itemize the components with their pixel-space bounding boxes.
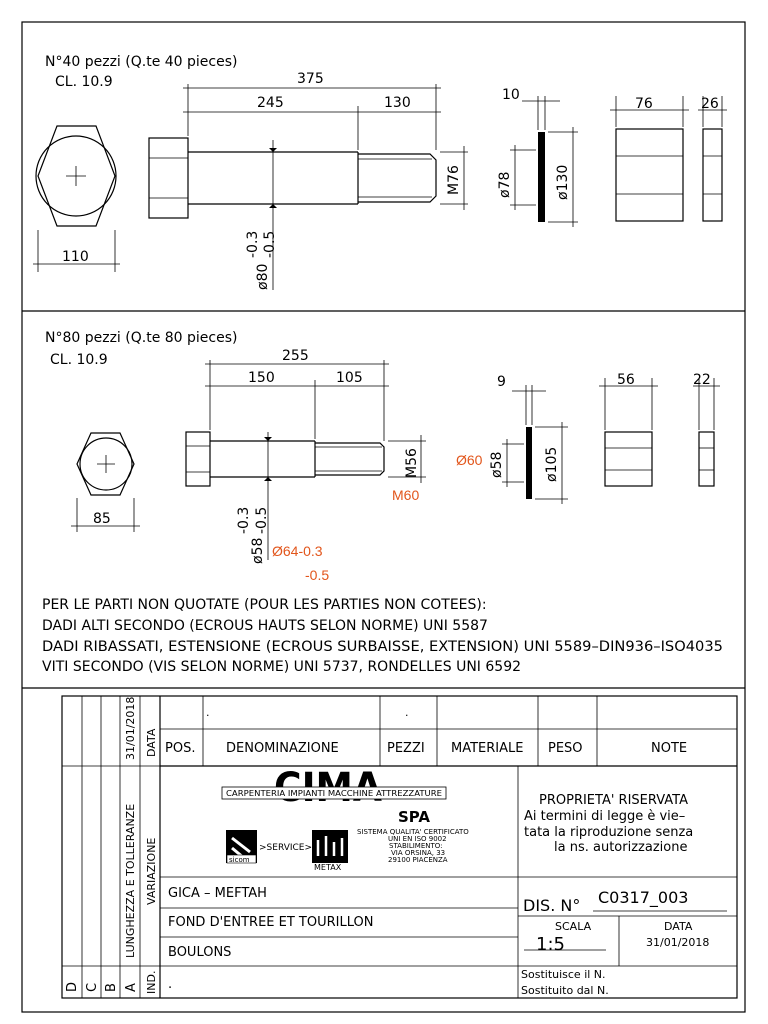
parts-list-dot-2: . — [405, 706, 409, 719]
top-shank-length-label: 245 — [257, 95, 284, 111]
lunghezza-label: LUNGHEZZA E TOLLERANZE — [124, 804, 137, 958]
bottom-nut-thk-label: 56 — [617, 372, 635, 388]
company-logo: CIMA CARPENTERIA IMPIANTI MACCHINE ATTRE… — [221, 765, 469, 872]
bottom-tol-lower: -0.5 — [254, 507, 270, 534]
note-line-2: DADI ALTI SECONDO (ECROUS HAUTS SELON NO… — [42, 618, 488, 634]
top-thread-length-label: 130 — [384, 95, 411, 111]
last-row-dot: . — [168, 977, 172, 992]
cert-line-1: SISTEMA QUALITA' CERTIFICATO — [357, 828, 469, 836]
top-shank-dia-label: ø80 — [255, 264, 271, 290]
bottom-shank-dia-label: ø58 — [250, 538, 266, 564]
sicom-text: sicom — [229, 856, 250, 864]
header-materiale: MATERIALE — [451, 741, 523, 756]
top-bolt-side-view: 375 245 130 M76 ø80 -0.3 -0.5 — [148, 71, 468, 290]
rev-letter-a: A — [124, 983, 139, 992]
general-notes: PER LE PARTI NON QUOTATE (POUR LES PARTI… — [42, 597, 723, 675]
header-peso: PESO — [548, 741, 583, 756]
drawing-number: C0317_003 — [598, 888, 688, 908]
bottom-overall-length-label: 255 — [282, 348, 309, 364]
top-washer-view: 10 ø78 ø130 — [497, 87, 578, 227]
dis-label: DIS. N° — [523, 896, 580, 915]
service-text: >SERVICE> — [259, 843, 312, 853]
rev-letter-b: B — [104, 983, 119, 992]
bottom-thread-length-label: 105 — [336, 370, 363, 386]
date-value: 31/01/2018 — [646, 936, 709, 949]
bottom-washer-od-label: ø105 — [544, 447, 560, 482]
rev-letter-c: C — [85, 983, 100, 992]
item-name: BOULONS — [168, 945, 231, 960]
cert-line-2: UNI EN ISO 9002 — [388, 835, 447, 843]
proprieta-line-3: tata la riproduzione senza — [524, 825, 693, 840]
bottom-washer-view: 9 ø58 Ø60 ø105 — [456, 374, 568, 504]
header-denominazione: DENOMINAZIONE — [226, 741, 339, 756]
cert-line-4: VIA ORSINA, 33 — [391, 849, 445, 857]
bottom-qty-line: N°80 pezzi (Q.te 80 pieces) — [45, 330, 237, 346]
bottom-tol-upper: -0.3 — [236, 507, 252, 534]
top-qty-line: N°40 pezzi (Q.te 40 pieces) — [45, 54, 237, 70]
top-thin-nut-view: 26 — [698, 96, 727, 222]
bottom-hex-head-view: 85 — [71, 432, 140, 532]
spa-text: SPA — [398, 808, 430, 826]
parts-list-dot-1: . — [206, 706, 210, 719]
carpenteria-text: CARPENTERIA IMPIANTI MACCHINE ATTREZZATU… — [226, 789, 442, 798]
top-hex-head-view: 110 — [33, 125, 120, 272]
revision-date-label: DATA — [145, 728, 158, 757]
bottom-washer-id-label: ø58 — [489, 452, 505, 478]
bottom-shank-length-label: 150 — [248, 370, 275, 386]
title-block: 31/01/2018 DATA LUNGHEZZA E TOLLERANZE V… — [22, 687, 745, 999]
top-tol-lower: -0.5 — [262, 231, 278, 258]
ind-label: IND. — [145, 971, 158, 994]
part-description: FOND D'ENTREE ET TOURILLON — [168, 915, 373, 930]
note-line-1: PER LE PARTI NON QUOTATE (POUR LES PARTI… — [42, 597, 487, 613]
top-overall-length-label: 375 — [297, 71, 324, 87]
header-pos: POS. — [165, 741, 195, 756]
bottom-thin-nut-view: 22 — [693, 372, 720, 487]
bottom-washer-thk-label: 9 — [497, 374, 506, 390]
header-note: NOTE — [651, 741, 687, 756]
rev-letter-d: D — [65, 982, 80, 992]
bottom-part-drawing: N°80 pezzi (Q.te 80 pieces) CL. 10.9 85 — [45, 330, 720, 583]
proprieta-line-1: PROPRIETA' RISERVATA — [539, 793, 688, 808]
proprieta-line-4: la ns. autorizzazione — [554, 840, 687, 855]
header-pezzi: PEZZI — [387, 741, 425, 756]
bottom-class-line: CL. 10.9 — [50, 352, 108, 368]
sostituito-label: Sostituito dal N. — [521, 984, 609, 997]
note-line-4: VITI SECONDO (VIS SELON NORME) UNI 5737,… — [42, 659, 521, 675]
scale-value: 1:5 — [536, 934, 565, 955]
top-washer-thk-label: 10 — [502, 87, 520, 103]
bottom-thread-size-revised: M60 — [392, 487, 419, 503]
top-class-line: CL. 10.9 — [55, 74, 113, 90]
bottom-thin-nut-thk-label: 22 — [693, 372, 711, 388]
variazione-label: VARIAZIONE — [145, 838, 158, 905]
sostituisce-label: Sostituisce il N. — [521, 968, 606, 981]
note-line-3: DADI RIBASSATI, ESTENSIONE (ECROUS SURBA… — [42, 639, 723, 655]
top-washer-id-label: ø78 — [497, 172, 513, 198]
revision-date-value: 31/01/2018 — [124, 697, 137, 760]
top-tol-upper: -0.3 — [245, 231, 261, 258]
bottom-shank-tol-revised: -0.5 — [305, 567, 329, 583]
bottom-head-width-label: 85 — [93, 511, 111, 527]
sheet-border — [21, 21, 746, 1013]
bottom-thread-size-label: M56 — [404, 448, 420, 478]
bottom-washer-id-revised: Ø60 — [456, 452, 483, 468]
bottom-shank-dia-revised: Ø64-0.3 — [272, 543, 323, 559]
top-thin-nut-thk-label: 26 — [701, 96, 719, 112]
data-label: DATA — [664, 920, 693, 933]
bottom-nut-view: 56 — [599, 372, 658, 487]
top-part-drawing: N°40 pezzi (Q.te 40 pieces) CL. 10.9 110 — [33, 54, 727, 290]
bottom-bolt-side-view: 255 150 105 M56 M60 ø58 -0.3 -0.5 Ø64-0.… — [185, 348, 426, 583]
top-nut-thk-label: 76 — [635, 96, 653, 112]
top-washer-od-label: ø130 — [555, 165, 571, 200]
scala-label: SCALA — [555, 920, 592, 933]
cert-line-5: 29100 PIACENZA — [388, 856, 448, 864]
client-name: GICA – MEFTAH — [168, 886, 267, 901]
metax-text: METAX — [314, 863, 342, 872]
proprieta-line-2: Ai termini di legge è vie– — [524, 809, 685, 824]
top-nut-view: 76 — [610, 96, 689, 222]
top-thread-size-label: M76 — [446, 165, 462, 195]
cert-line-3: STABILIMENTO: — [389, 842, 443, 850]
top-head-width-label: 110 — [62, 249, 89, 265]
